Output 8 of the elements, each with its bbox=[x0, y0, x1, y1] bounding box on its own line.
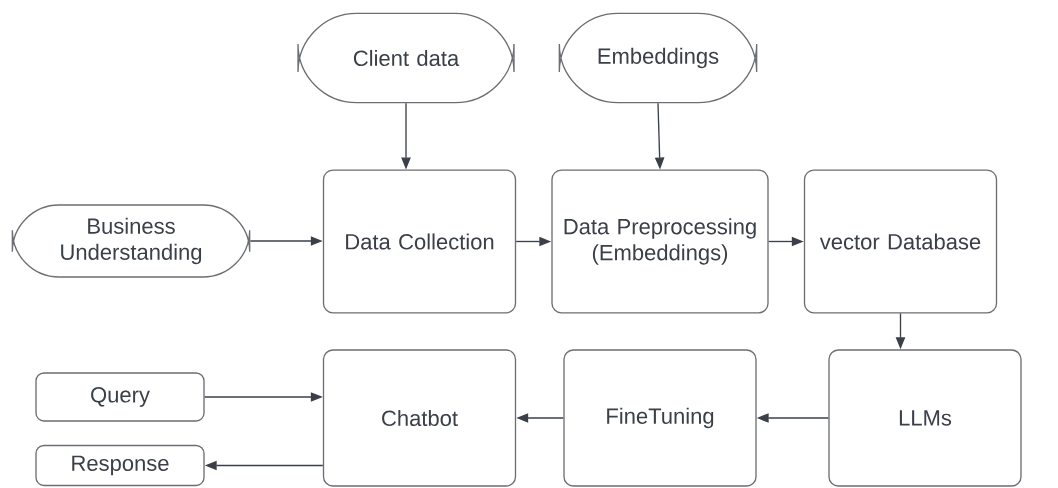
process-box: Data Collection bbox=[322, 169, 517, 314]
process-box: FineTuning bbox=[563, 349, 757, 487]
process-box: LLMs bbox=[828, 349, 1022, 487]
process-box: Chatbot bbox=[322, 349, 517, 487]
io-box: Response bbox=[35, 444, 205, 487]
io-box: Query bbox=[35, 372, 205, 422]
process-box: vector Database bbox=[803, 169, 998, 314]
process-box: Data Preprocessing (Embeddings) bbox=[551, 169, 769, 314]
